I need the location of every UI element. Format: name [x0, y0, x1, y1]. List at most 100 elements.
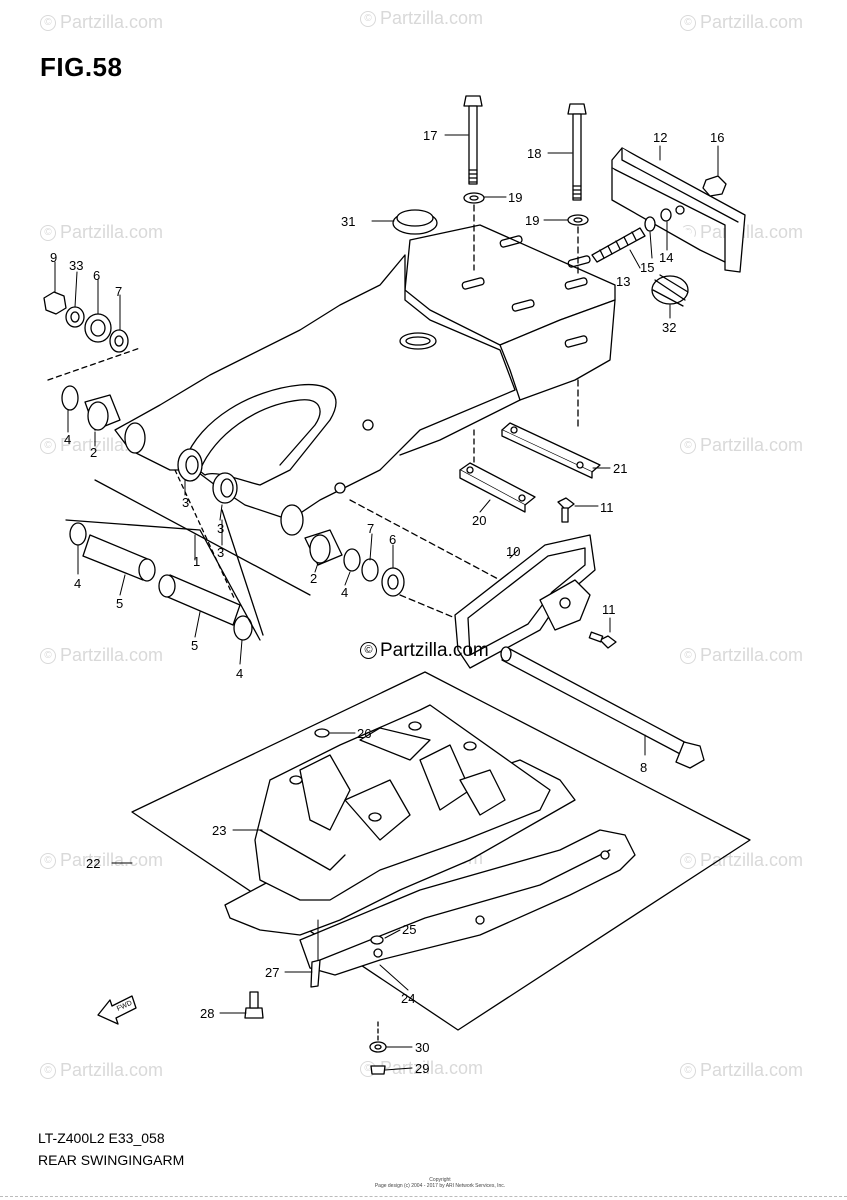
- nut-25: [370, 935, 384, 945]
- watermark: ©Partzilla.com: [680, 1060, 803, 1081]
- copyright-line: Copyright: [429, 1177, 451, 1183]
- watermark: ©Partzilla.com: [680, 645, 803, 666]
- callout-label: 8: [640, 760, 647, 775]
- washer-33: [65, 306, 85, 328]
- callout-label: 13: [616, 274, 630, 289]
- callout-label: 17: [423, 128, 437, 143]
- bolt-11: [557, 497, 575, 523]
- page-edge-divider: [0, 1196, 847, 1197]
- copyright-icon: ©: [40, 1063, 56, 1080]
- callout-label: 11: [602, 602, 616, 617]
- copyright-icon: ©: [40, 853, 56, 870]
- callout-label: 4: [236, 666, 243, 681]
- copyright-icon: ©: [680, 853, 696, 870]
- callout-label: 9: [50, 250, 57, 265]
- ring-4: [343, 548, 361, 572]
- copyright-icon: ©: [360, 642, 377, 660]
- copyright-icon: ©: [680, 1063, 696, 1080]
- callout-label: 33: [69, 258, 83, 273]
- callout-label: 23: [212, 823, 226, 838]
- callout-label: 12: [653, 130, 667, 145]
- leader-lines: [54, 134, 719, 1071]
- watermark: ©Partzilla.com: [40, 1060, 163, 1081]
- bolt-18: [567, 103, 587, 201]
- callout-label: 20: [472, 513, 486, 528]
- callout-label: 6: [93, 268, 100, 283]
- copyright-icon: ©: [680, 438, 696, 455]
- callout-label: 30: [415, 1040, 429, 1055]
- guide-bracket-10: [454, 534, 596, 669]
- washer-7: [109, 329, 129, 353]
- front-direction-arrow-icon: FWD: [97, 995, 137, 1025]
- copyright-icon: ©: [360, 11, 376, 28]
- callout-label: 15: [640, 260, 654, 275]
- callout-label: 1: [193, 554, 200, 569]
- bolt-29: [370, 1065, 386, 1075]
- bracket-20: [459, 462, 536, 513]
- watermark: ©Partzilla.com: [680, 12, 803, 33]
- seal-6: [381, 567, 405, 597]
- callout-label: 5: [191, 638, 198, 653]
- callout-label: 4: [64, 432, 71, 447]
- copyright-line: Page design (c) 2004 - 2017 by ARI Netwo…: [374, 1183, 506, 1189]
- callout-labels: 1 2 2 3 3 3 4 4 4 4 5 5 6 6 7 7 8 9 10 1…: [50, 128, 724, 1076]
- figure-title: FIG.58: [40, 52, 123, 82]
- watermark: ©Partzilla.com: [40, 645, 163, 666]
- bolt-11: [588, 631, 617, 649]
- bushing-2: [84, 394, 121, 431]
- callout-label: 3: [217, 521, 224, 536]
- washer-7: [361, 558, 379, 582]
- ring-4: [69, 522, 87, 546]
- watermark: ©Partzilla.com: [40, 12, 163, 33]
- callout-label: 3: [217, 545, 224, 560]
- washer-19: [463, 192, 485, 204]
- washer-14: [660, 208, 672, 222]
- clip-27: [310, 959, 321, 988]
- cap-31: [392, 209, 438, 235]
- adjuster-bolt-13: [591, 227, 646, 263]
- nut-26: [314, 728, 330, 738]
- pivot-bosses: [124, 419, 374, 536]
- figure-subtitle: REAR SWINGINGARM: [38, 1152, 185, 1168]
- callout-label: 27: [265, 965, 279, 980]
- copyright-icon: ©: [40, 15, 56, 32]
- callout-label: 7: [115, 284, 122, 299]
- skid-plate-23: [224, 704, 576, 936]
- pivot-tube-5: [158, 574, 241, 626]
- callout-label: 3: [182, 495, 189, 510]
- callout-label: 32: [662, 320, 676, 335]
- callout-label: 19: [508, 190, 522, 205]
- nut-9: [43, 291, 67, 315]
- boot-32: [651, 274, 689, 307]
- callout-label: 26: [357, 726, 371, 741]
- watermark: ©Partzilla.com: [680, 435, 803, 456]
- copyright-icon: ©: [40, 438, 56, 455]
- bushing-2: [304, 529, 343, 566]
- callout-label: 21: [613, 461, 627, 476]
- callout-label: 22: [86, 856, 100, 871]
- nut-15: [644, 216, 656, 232]
- pivot-shaft-8: [500, 646, 705, 769]
- callout-label: 25: [402, 922, 416, 937]
- ring-4: [233, 615, 253, 641]
- watermark: ©Partzilla.com: [40, 222, 163, 243]
- nut-16: [702, 175, 727, 197]
- bracket-21: [501, 422, 601, 479]
- callout-label: 7: [367, 521, 374, 536]
- copyright-icon: ©: [40, 225, 56, 242]
- callout-label: 18: [527, 146, 541, 161]
- mounting-slots: [399, 235, 591, 350]
- copyright-icon: ©: [40, 648, 56, 665]
- callout-label: 4: [74, 576, 81, 591]
- washer-19: [567, 214, 589, 226]
- copyright-icon: ©: [680, 15, 696, 32]
- callout-label: 14: [659, 250, 673, 265]
- callout-label: 11: [600, 500, 614, 515]
- pivot-tube-5: [82, 534, 156, 582]
- callout-label: 2: [310, 571, 317, 586]
- callout-label: 2: [90, 445, 97, 460]
- callout-label: 19: [525, 213, 539, 228]
- copyright-icon: ©: [680, 648, 696, 665]
- callout-label: 16: [710, 130, 724, 145]
- bolt-17: [463, 95, 483, 185]
